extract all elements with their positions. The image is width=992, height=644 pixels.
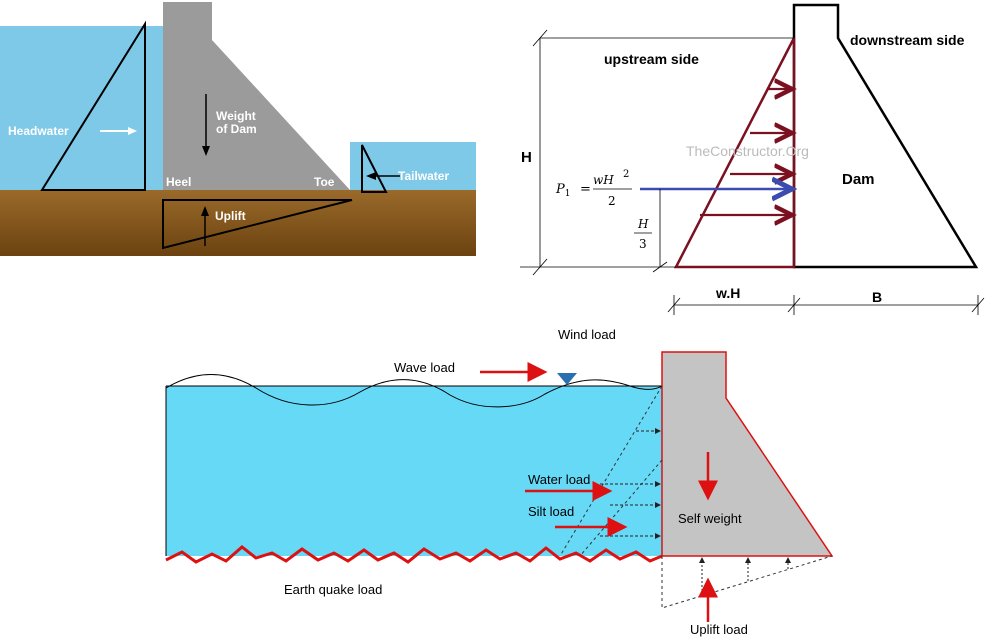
upstream-label: upstream side bbox=[604, 51, 699, 67]
headwater-label: Headwater bbox=[8, 124, 69, 138]
heel-label: Heel bbox=[166, 175, 191, 189]
watermark: TheConstructor.Org bbox=[686, 143, 809, 159]
pressure-triangle bbox=[673, 37, 796, 269]
uplift-dashed-arrows bbox=[699, 557, 791, 595]
denominator: 2 bbox=[608, 194, 616, 208]
toe-label: Toe bbox=[314, 175, 335, 189]
wave-line bbox=[165, 374, 663, 408]
height-label: H bbox=[521, 149, 532, 166]
weight-label-1: Weight bbox=[216, 109, 256, 123]
weight-label-2: of Dam bbox=[216, 122, 257, 136]
equals-sign: = bbox=[580, 182, 591, 197]
headwater-pressure-triangle bbox=[40, 20, 146, 191]
base-width-label: B bbox=[872, 289, 882, 305]
h3-numerator: H bbox=[637, 217, 649, 231]
downstream-label: downstream side bbox=[850, 32, 965, 48]
wh-dimension-label: w.H bbox=[715, 285, 740, 301]
self-weight-label: Self weight bbox=[678, 511, 742, 526]
dam-label: Dam bbox=[842, 171, 875, 188]
p1-symbol: P1 bbox=[555, 182, 570, 199]
h3-denominator: 3 bbox=[639, 237, 647, 251]
uplift-pressure-triangle bbox=[162, 199, 353, 250]
uplift-label: Uplift bbox=[215, 209, 246, 223]
pressure-arrows bbox=[700, 89, 792, 215]
dam-body bbox=[163, 2, 350, 190]
numerator-wh: wH bbox=[593, 173, 614, 187]
panel-water-pressure-diagram: upstream side downstream side TheConstru… bbox=[520, 3, 985, 315]
reservoir-water bbox=[166, 386, 662, 556]
wave-load-label: Wave load bbox=[394, 360, 455, 375]
earthquake-zigzag bbox=[165, 545, 663, 564]
panel-forces-on-dam: Headwater Weight of Dam Heel Toe Tailwat… bbox=[0, 2, 476, 256]
numerator-power: 2 bbox=[623, 169, 629, 180]
water-load-label: Water load bbox=[528, 472, 590, 487]
tailwater-label: Tailwater bbox=[398, 169, 449, 183]
tailwater-region bbox=[350, 142, 476, 196]
tailwater-pressure-triangle bbox=[361, 144, 388, 193]
water-level-marker bbox=[557, 373, 577, 385]
wind-load-label: Wind load bbox=[558, 327, 616, 342]
panel-loads-on-gravity-dam: Wind load Wave load Water load Silt load… bbox=[165, 327, 834, 637]
dam-section bbox=[661, 351, 834, 557]
uplift-diagram bbox=[661, 555, 833, 609]
silt-load-label: Silt load bbox=[528, 504, 574, 519]
headwater-region bbox=[0, 26, 170, 196]
uplift-load-label: Uplift load bbox=[690, 622, 748, 637]
earthquake-load-label: Earth quake load bbox=[284, 582, 382, 597]
